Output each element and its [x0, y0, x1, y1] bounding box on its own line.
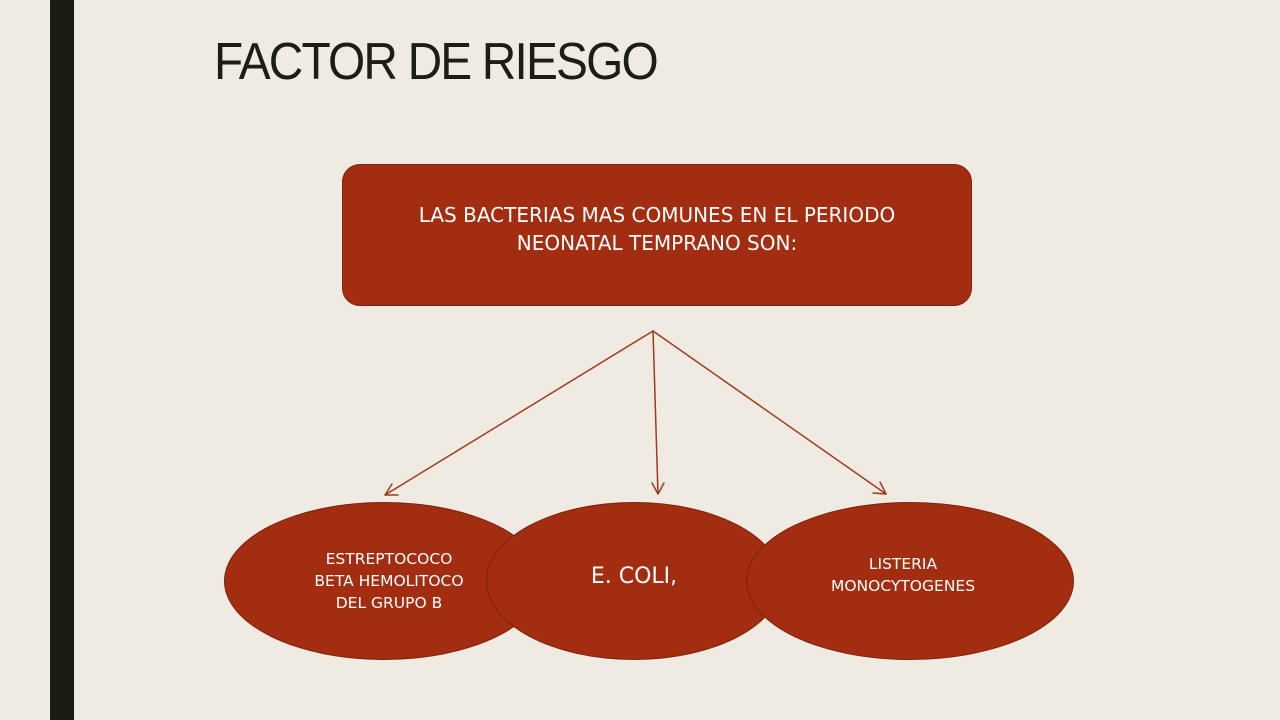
node-estreptococo-line-1: ESTREPTOCOCO: [325, 550, 453, 568]
root-node: LAS BACTERIAS MAS COMUNES EN EL PERIODO …: [342, 164, 972, 306]
accent-bar: [50, 0, 74, 720]
arrowhead-estreptococo: [384, 483, 399, 496]
arrowhead-ecoli: [651, 482, 665, 495]
arrowhead-listeria: [872, 481, 887, 495]
node-ecoli: E. COLI,: [486, 502, 782, 660]
node-ecoli-label: E. COLI,: [590, 563, 678, 589]
node-estreptococo-line-3: DEL GRUPO B: [335, 594, 443, 612]
node-estreptococo-line-2: BETA HEMOLITOCO: [314, 572, 464, 590]
arrow-to-estreptococo: [384, 330, 654, 496]
arrow-to-ecoli: [652, 330, 659, 495]
slide-title: FACTOR DE RIESGO: [214, 33, 659, 91]
root-node-line-1: LAS BACTERIAS MAS COMUNES EN EL PERIODO: [418, 203, 896, 227]
root-node-line-2: NEONATAL TEMPRANO SON:: [516, 231, 798, 255]
node-listeria-line-1: LISTERIA: [868, 555, 938, 573]
arrow-to-listeria: [652, 330, 887, 495]
node-listeria-line-2: MONOCYTOGENES: [830, 577, 976, 595]
node-listeria: LISTERIA MONOCYTOGENES: [746, 502, 1074, 660]
